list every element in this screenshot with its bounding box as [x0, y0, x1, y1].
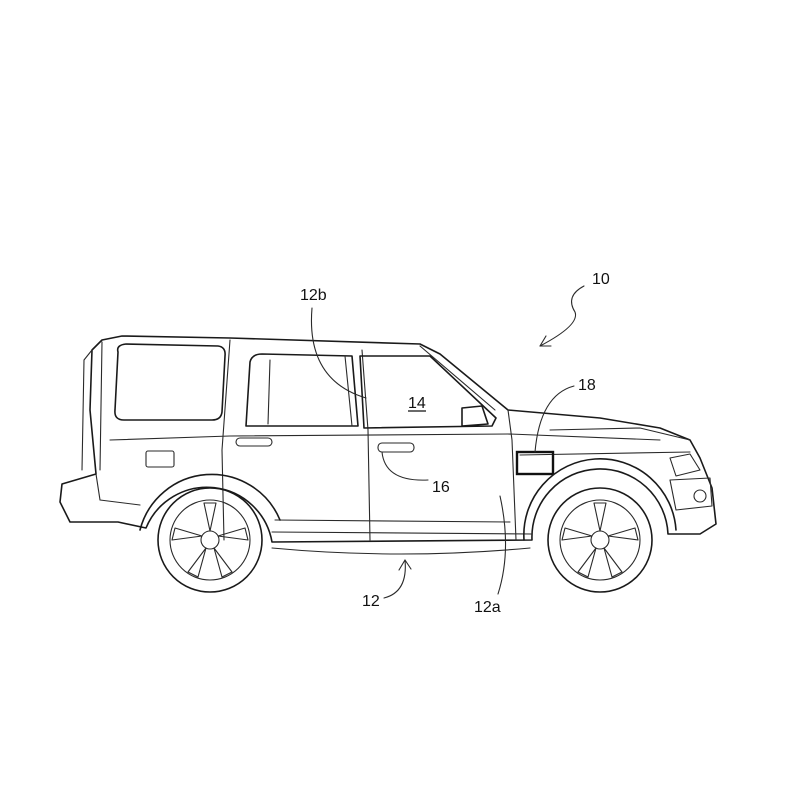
rear-wheel	[157, 487, 263, 593]
label-14: 14	[408, 395, 426, 412]
label-12b: 12b	[300, 287, 327, 304]
vehicle-body	[59, 335, 717, 543]
leader-18	[534, 385, 575, 453]
labels: 10 12b 14 18 16 12 12a	[300, 271, 610, 616]
wheel-arches	[139, 458, 677, 541]
arrowhead-icon	[398, 559, 412, 571]
windows	[114, 343, 497, 429]
door-handles	[235, 437, 415, 453]
front-wheel	[547, 487, 653, 593]
sill	[271, 547, 531, 555]
leader-12a	[497, 495, 507, 595]
headlamps	[669, 453, 713, 511]
fuel-flap	[145, 450, 175, 468]
arrowhead-icon	[539, 335, 552, 347]
leader-lines	[310, 285, 585, 599]
leader-12	[383, 559, 406, 599]
label-10: 10	[592, 271, 610, 288]
label-16: 16	[432, 479, 450, 496]
leader-10	[539, 285, 585, 347]
label-18: 18	[578, 377, 596, 394]
door-mirror	[461, 405, 489, 427]
label-12: 12	[362, 593, 380, 610]
leader-16	[381, 451, 429, 481]
label-12a: 12a	[474, 599, 501, 616]
leader-12b	[310, 307, 367, 399]
